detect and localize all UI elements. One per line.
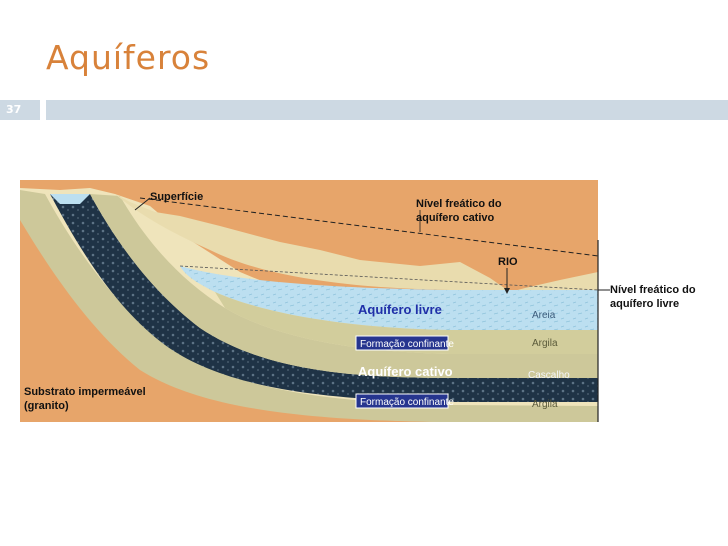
label-confining-2: Formação confinante bbox=[360, 397, 454, 408]
label-confining-1: Formação confinante bbox=[360, 339, 454, 350]
aquifer-diagram: Superfície Nível freático do aquífero ca… bbox=[20, 180, 710, 425]
label-surface: Superfície bbox=[150, 191, 203, 203]
slide-title: Aquíferos bbox=[46, 38, 210, 77]
label-substrate-2: (granito) bbox=[24, 400, 69, 412]
slide-number: 37 bbox=[0, 100, 40, 120]
label-clay-2: Argila bbox=[532, 399, 558, 410]
label-confined-wt-2: aquífero cativo bbox=[416, 212, 495, 224]
label-substrate-1: Substrato impermeável bbox=[24, 386, 146, 398]
label-sand: Areia bbox=[532, 310, 556, 321]
label-confined-wt-1: Nível freático do bbox=[416, 198, 502, 210]
label-free-wt-1: Nível freático do bbox=[610, 284, 696, 296]
label-clay-1: Argila bbox=[532, 338, 558, 349]
label-free-wt-2: aquífero livre bbox=[610, 298, 679, 310]
label-free-aquifer: Aquífero livre bbox=[358, 302, 442, 317]
label-confined-aquifer: Aquífero cativo bbox=[358, 364, 453, 379]
label-river: RIO bbox=[498, 256, 518, 268]
title-rule bbox=[46, 100, 728, 120]
label-gravel: Cascalho bbox=[528, 370, 570, 381]
